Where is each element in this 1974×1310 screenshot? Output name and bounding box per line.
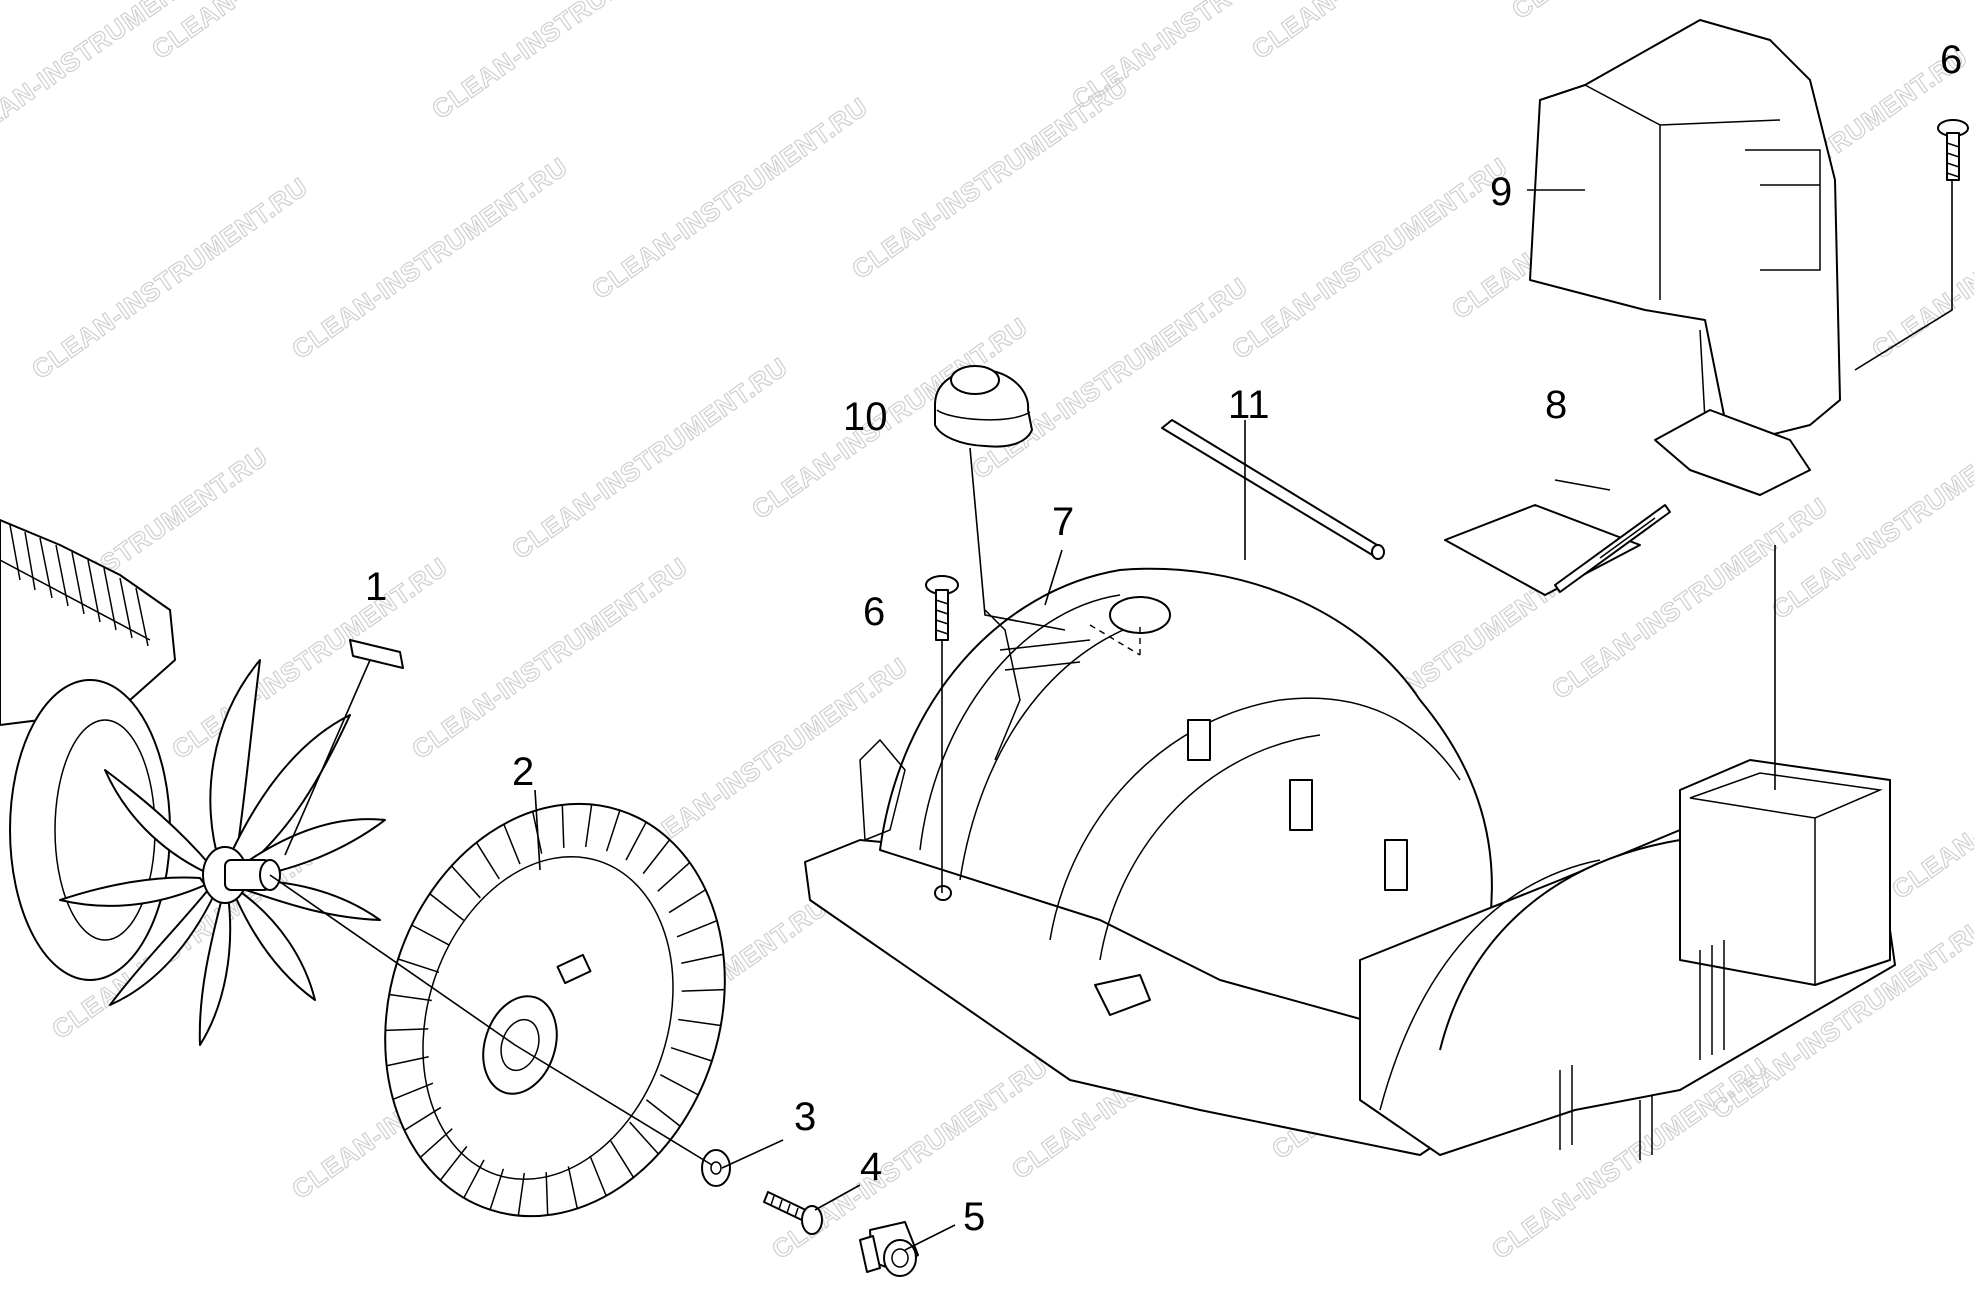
blower-vane bbox=[386, 1056, 429, 1067]
watermark-text: CLEAN-INSTRUMENT.RU bbox=[406, 551, 693, 765]
callout-labels: 1 2 3 4 5 6 6 7 8 9 10 11 bbox=[365, 38, 1962, 1239]
callout-8: 8 bbox=[1545, 383, 1567, 427]
blower-vane bbox=[392, 1082, 434, 1101]
blower-vane bbox=[584, 804, 593, 848]
motor-assembly bbox=[0, 519, 386, 1046]
watermark-text: CLEAN-INSTRUMENT.RU bbox=[286, 151, 573, 365]
watermark-text: CLEAN-INSTRUMENT.RU bbox=[26, 171, 313, 385]
blower-vane bbox=[629, 1121, 660, 1155]
blower-vane bbox=[681, 988, 725, 992]
watermark-text: CLEAN-INSTRUMENT.RU bbox=[626, 651, 913, 865]
blower-vane bbox=[567, 1166, 578, 1209]
watermark-text: CLEAN-INSTRUMENT.RU bbox=[586, 91, 873, 305]
part-9-cover bbox=[1529, 19, 1841, 496]
part-3-washer bbox=[701, 1149, 731, 1187]
callout-4: 4 bbox=[860, 1145, 882, 1189]
blower-vane bbox=[429, 893, 465, 921]
callout-9: 9 bbox=[1490, 170, 1512, 214]
part-4-screw bbox=[763, 1191, 823, 1235]
blower-wheel-vanes bbox=[385, 804, 725, 1216]
callout-2: 2 bbox=[512, 750, 534, 794]
blower-vane bbox=[489, 1168, 505, 1210]
blower-vane bbox=[411, 924, 451, 946]
part-7-housing bbox=[804, 567, 1896, 1160]
part-8-filter-pad bbox=[1444, 504, 1671, 596]
callout-6-right: 6 bbox=[1940, 38, 1962, 82]
part-6-screw-right bbox=[1937, 119, 1969, 181]
callout-1: 1 bbox=[365, 565, 387, 609]
blower-vane bbox=[463, 1159, 485, 1199]
blower-vane bbox=[389, 993, 432, 1002]
blower-vane bbox=[678, 1018, 721, 1027]
blower-vane bbox=[561, 804, 565, 848]
part-6-screw-left bbox=[925, 575, 959, 641]
blower-vane bbox=[439, 1145, 468, 1181]
watermark-text: CLEAN-INSTRUMENT.RU bbox=[1506, 0, 1793, 25]
callout-5: 5 bbox=[963, 1195, 985, 1239]
blower-vane bbox=[589, 1155, 607, 1197]
blower-vane bbox=[670, 1046, 713, 1062]
blower-vane bbox=[450, 865, 481, 899]
watermark-text: CLEAN-INSTRUMENT.RU bbox=[506, 351, 793, 565]
watermark-text: CLEAN-INSTRUMENT.RU bbox=[426, 0, 713, 125]
callout-7: 7 bbox=[1052, 500, 1074, 544]
blower-vane bbox=[681, 953, 724, 964]
watermark-text: CLEAN-INSTRUMENT.RU bbox=[166, 551, 453, 765]
part-1-key bbox=[349, 639, 404, 669]
motor-fan-blades bbox=[59, 659, 386, 1046]
blower-vane bbox=[657, 861, 691, 892]
blower-vane bbox=[642, 839, 671, 875]
blower-vane bbox=[385, 1028, 429, 1032]
watermark-text: CLEAN-INSTRUMENT.RU bbox=[1886, 691, 1974, 905]
part-11-rod bbox=[1161, 419, 1385, 560]
leader-lines bbox=[269, 180, 1953, 1251]
watermark-text: CLEAN-INSTRUMENT.RU bbox=[1226, 151, 1513, 365]
callout-10: 10 bbox=[843, 395, 888, 439]
callout-11: 11 bbox=[1228, 383, 1270, 427]
part-2-blower-wheel bbox=[384, 802, 726, 1218]
blower-vane bbox=[404, 1106, 442, 1131]
watermark-text: CLEAN-INSTRUMENT.RU bbox=[146, 0, 433, 65]
blower-vane bbox=[625, 821, 647, 861]
blower-vane bbox=[605, 810, 621, 852]
blower-vane bbox=[419, 1128, 453, 1159]
part-5-cap bbox=[859, 1221, 919, 1277]
callout-6-left: 6 bbox=[863, 590, 885, 634]
part-10-rubber-cap bbox=[934, 365, 1033, 448]
blower-vane bbox=[545, 1172, 549, 1216]
blower-vane bbox=[397, 958, 440, 974]
blower-vane bbox=[659, 1074, 699, 1096]
callout-3: 3 bbox=[794, 1095, 816, 1139]
blower-vane bbox=[645, 1099, 681, 1127]
blower-vane bbox=[475, 842, 500, 880]
blower-vane bbox=[517, 1172, 526, 1216]
blower-vane bbox=[503, 823, 521, 865]
blower-vane bbox=[610, 1140, 635, 1178]
watermark-text: CLEAN-INSTRUMENT.RU bbox=[1246, 0, 1533, 65]
watermark-text: CLEAN-INSTRUMENT.RU bbox=[1866, 151, 1974, 365]
blower-vane bbox=[668, 889, 706, 914]
blower-vane bbox=[676, 919, 718, 938]
